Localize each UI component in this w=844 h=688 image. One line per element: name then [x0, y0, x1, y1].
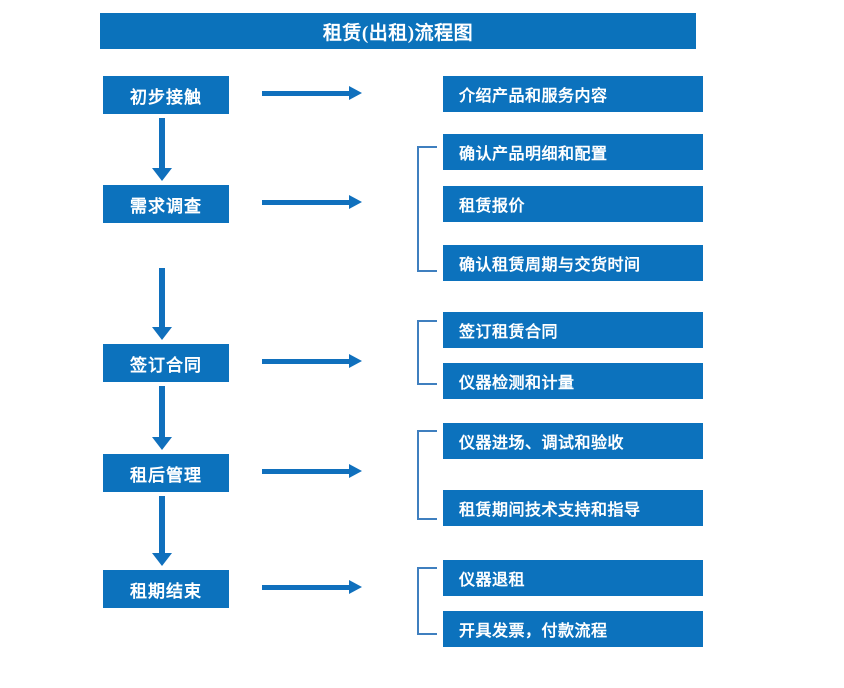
detail-box-9[interactable]: 仪器退租 — [443, 560, 703, 596]
detail-box-8[interactable]: 租赁期间技术支持和指导 — [443, 490, 703, 526]
right-arrow-1-head — [349, 86, 362, 100]
stage-box-1[interactable]: 初步接触 — [103, 76, 229, 114]
down-arrow-1-head — [152, 168, 172, 181]
detail-box-10[interactable]: 开具发票，付款流程 — [443, 611, 703, 647]
right-arrow-2-head — [349, 195, 362, 209]
right-arrow-2 — [262, 195, 362, 209]
right-arrow-3-shaft — [262, 359, 350, 364]
down-arrow-3-head — [152, 437, 172, 450]
stage-box-5[interactable]: 租期结束 — [103, 570, 229, 608]
detail-box-7[interactable]: 仪器进场、调试和验收 — [443, 423, 703, 459]
right-arrow-1 — [262, 86, 362, 100]
right-arrow-5 — [262, 580, 362, 594]
down-arrow-4 — [152, 496, 172, 566]
down-arrow-3-shaft — [159, 386, 165, 437]
right-arrow-4-shaft — [262, 469, 350, 474]
down-arrow-1 — [152, 118, 172, 181]
down-arrow-4-head — [152, 553, 172, 566]
group-bracket-3 — [417, 320, 437, 385]
group-bracket-5 — [417, 567, 437, 635]
down-arrow-1-shaft — [159, 118, 165, 168]
down-arrow-3 — [152, 386, 172, 450]
stage-box-2[interactable]: 需求调查 — [103, 185, 229, 223]
down-arrow-4-shaft — [159, 496, 165, 553]
detail-box-2[interactable]: 确认产品明细和配置 — [443, 134, 703, 170]
right-arrow-5-head — [349, 580, 362, 594]
flowchart-title: 租赁(出租)流程图 — [100, 13, 696, 49]
stage-box-3[interactable]: 签订合同 — [103, 344, 229, 382]
detail-box-6[interactable]: 仪器检测和计量 — [443, 363, 703, 399]
stage-box-4[interactable]: 租后管理 — [103, 454, 229, 492]
detail-box-1[interactable]: 介绍产品和服务内容 — [443, 76, 703, 112]
down-arrow-2 — [152, 268, 172, 340]
group-bracket-2 — [417, 146, 437, 272]
detail-box-5[interactable]: 签订租赁合同 — [443, 312, 703, 348]
right-arrow-4-head — [349, 464, 362, 478]
group-bracket-4 — [417, 430, 437, 520]
right-arrow-2-shaft — [262, 200, 350, 205]
right-arrow-3-head — [349, 354, 362, 368]
detail-box-3[interactable]: 租赁报价 — [443, 186, 703, 222]
right-arrow-3 — [262, 354, 362, 368]
detail-box-4[interactable]: 确认租赁周期与交货时间 — [443, 245, 703, 281]
down-arrow-2-shaft — [159, 268, 165, 327]
down-arrow-2-head — [152, 327, 172, 340]
right-arrow-5-shaft — [262, 585, 350, 590]
right-arrow-1-shaft — [262, 91, 350, 96]
right-arrow-4 — [262, 464, 362, 478]
